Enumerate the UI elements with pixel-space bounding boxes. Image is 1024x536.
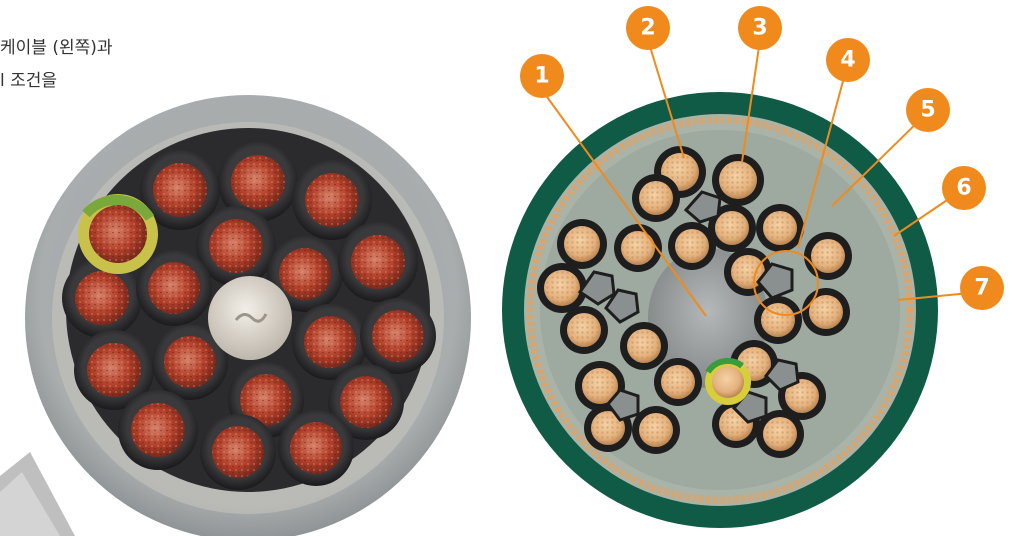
cable-cross-section-diagram: 1 2 3 4 5 6 7: [480, 0, 1024, 536]
callout-number-3: 3: [752, 16, 767, 41]
callout-badge-6: 6: [942, 166, 986, 210]
callout-badge-5: 5: [906, 88, 950, 132]
green-yellow-ground-conductor: [78, 194, 158, 274]
cable-cross-section-photo: [0, 0, 500, 536]
green-yellow-ground-conductor: [705, 359, 751, 405]
callout-number-1: 1: [534, 64, 549, 89]
white-filler-core: [208, 276, 292, 360]
callout-number-6: 6: [956, 176, 971, 201]
callout-badge-2: 2: [626, 6, 670, 50]
callout-number-2: 2: [640, 16, 655, 41]
callout-number-7: 7: [974, 276, 989, 301]
callout-badge-1: 1: [520, 54, 564, 98]
callout-badge-7: 7: [960, 266, 1004, 310]
callout-number-5: 5: [920, 98, 935, 123]
callout-badge-3: 3: [738, 6, 782, 50]
callout-badge-4: 4: [826, 38, 870, 82]
callout-number-4: 4: [840, 48, 855, 73]
